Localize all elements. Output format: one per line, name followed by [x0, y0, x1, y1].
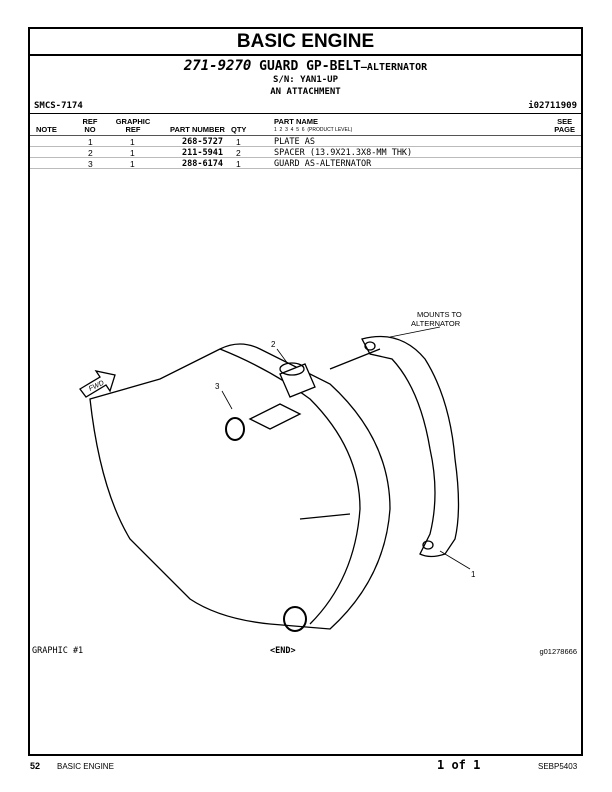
- cell-qty: 2: [236, 148, 241, 158]
- footer-section: BASIC ENGINE: [57, 762, 114, 771]
- document-id: i02711909: [528, 101, 577, 111]
- divider: [30, 113, 581, 114]
- serial-range: S/N: YAN1-UP: [272, 75, 339, 85]
- callout-2: 2: [271, 340, 276, 349]
- header-part-name: PART NAME: [274, 117, 319, 126]
- cell-part-number[interactable]: 268-5727: [182, 137, 223, 147]
- cell-part-name: SPACER (13.9X21.3X8-MM THK): [274, 148, 413, 158]
- group-number: 271-9270: [183, 58, 252, 74]
- callout-3: 3: [215, 382, 220, 391]
- parts-illustration: MOUNTS TO ALTERNATOR 1 2 3 FWD: [79, 310, 476, 632]
- group-heading: 271-9270 GUARD GP-BELT—ALTERNATOR: [30, 58, 581, 74]
- page-frame: BASIC ENGINE 271-9270 GUARD GP-BELT—ALTE…: [28, 27, 583, 756]
- header-no: NO: [84, 125, 96, 134]
- callout-1: 1: [471, 570, 476, 579]
- header-qty: QTY: [231, 125, 247, 134]
- header-see: SEE: [557, 117, 573, 126]
- guard-hole: [225, 417, 245, 441]
- document-number: SEBP5403: [538, 762, 578, 771]
- divider: [30, 54, 581, 56]
- cell-ref-no: 1: [88, 137, 93, 147]
- cell-qty: 1: [236, 137, 241, 147]
- cell-part-number[interactable]: 288-6174: [182, 159, 223, 169]
- end-marker: <END>: [270, 646, 296, 656]
- cell-graphic-ref: 1: [130, 148, 135, 158]
- attachment-label: AN ATTACHMENT: [270, 87, 341, 97]
- divider: [30, 135, 581, 136]
- cell-part-name: PLATE AS: [274, 137, 315, 147]
- mounting-note-line2: ALTERNATOR: [411, 319, 461, 328]
- spacer: [279, 363, 316, 398]
- smcs-code: SMCS-7174: [34, 101, 83, 111]
- page-title: BASIC ENGINE: [236, 31, 375, 52]
- graphic-id: g01278666: [539, 647, 577, 656]
- group-suffix: —ALTERNATOR: [360, 62, 428, 73]
- guard-alternator: [89, 343, 391, 630]
- page-of: 1 of 1: [437, 758, 481, 772]
- cell-ref-no: 3: [88, 159, 93, 169]
- fwd-arrow-icon: [79, 370, 116, 398]
- header-ref: REF: [82, 117, 98, 126]
- mounting-note-line1: MOUNTS TO: [417, 310, 462, 319]
- cell-graphic-ref: 1: [130, 159, 135, 169]
- header-graphic-ref: REF: [125, 125, 141, 134]
- group-name: GUARD GP-BELT: [259, 59, 361, 74]
- header-page: PAGE: [554, 125, 575, 134]
- table-row: 1 1 268-5727 1 PLATE AS: [30, 136, 581, 147]
- page-number: 52: [30, 761, 41, 771]
- header-graphic: GRAPHIC: [115, 117, 151, 126]
- header-product-level: 1 2 3 4 5 6 (PRODUCT LEVEL): [274, 127, 353, 133]
- header-part-number: PART NUMBER: [170, 125, 225, 134]
- cell-ref-no: 2: [88, 148, 93, 158]
- table-row: 3 1 288-6174 1 GUARD AS-ALTERNATOR: [30, 158, 581, 169]
- cell-graphic-ref: 1: [130, 137, 135, 147]
- cell-part-number[interactable]: 211-5941: [182, 148, 223, 158]
- header-note: NOTE: [36, 125, 57, 134]
- cell-part-name: GUARD AS-ALTERNATOR: [274, 159, 372, 169]
- cell-qty: 1: [236, 159, 241, 169]
- graphic-label: GRAPHIC #1: [32, 646, 84, 656]
- table-row: 2 1 211-5941 2 SPACER (13.9X21.3X8-MM TH…: [30, 147, 581, 158]
